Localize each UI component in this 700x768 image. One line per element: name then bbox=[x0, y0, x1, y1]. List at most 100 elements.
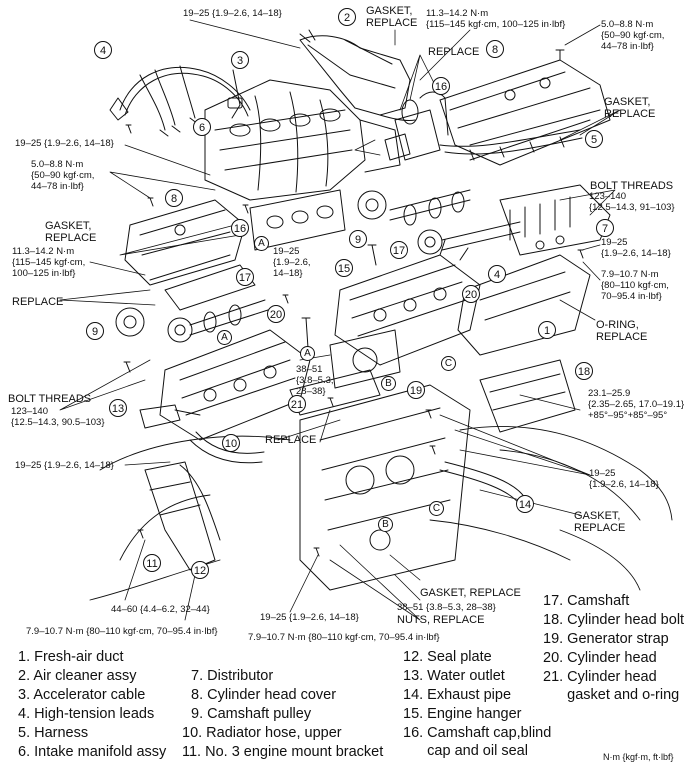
callout-gasket-replace-bottom: GASKET, REPLACE bbox=[420, 587, 521, 599]
part-number-3: 3 bbox=[231, 51, 249, 69]
legend-item-15: 15. Engine hanger bbox=[403, 706, 522, 722]
legend-item-4: 4. High-tension leads bbox=[18, 706, 155, 722]
legend-item-9: 9. Camshaft pulley bbox=[191, 706, 312, 722]
torque-spec-10: 7.9–10.7 N·m {80–110 kgf·cm, 70–95.4 in·… bbox=[601, 269, 669, 302]
reference-letter-b-1: B bbox=[381, 376, 396, 391]
torque-spec-3: 5.0–8.8 N·m {50–90 kgf·cm, 44–78 in·lbf} bbox=[601, 19, 665, 52]
camshaft-left-drawing bbox=[115, 264, 269, 343]
legend-item-8: 8. Cylinder head cover bbox=[191, 687, 337, 703]
torque-spec-4: 19–25 {1.9–2.6, 14–18} bbox=[15, 138, 114, 149]
legend-item-19: 19. Generator strap bbox=[543, 631, 669, 647]
part-number-5: 5 bbox=[585, 130, 603, 148]
callout-gasket-replace-air-cleaner: GASKET, REPLACE bbox=[366, 5, 418, 29]
camshaft-caps-top-drawing bbox=[384, 91, 449, 161]
callout-gasket-replace-exhaust: GASKET, REPLACE bbox=[574, 510, 626, 534]
reference-letter-c-1: C bbox=[441, 356, 456, 371]
torque-spec-7: 19–25 {1.9–2.6, 14–18} bbox=[273, 246, 311, 279]
engine-block-drawing bbox=[299, 359, 576, 591]
part-number-7: 7 bbox=[596, 219, 614, 237]
part-number-16-top: 16 bbox=[432, 77, 450, 95]
part-number-4-lower: 4 bbox=[488, 265, 506, 283]
part-number-9-left: 9 bbox=[86, 322, 104, 340]
torque-spec-1: 19–25 {1.9–2.6, 14–18} bbox=[183, 8, 282, 19]
part-number-19: 19 bbox=[407, 381, 425, 399]
leader-lines bbox=[59, 19, 621, 621]
callout-o-ring-replace: O-RING, REPLACE bbox=[596, 319, 648, 343]
part-number-17-right: 17 bbox=[390, 241, 408, 259]
bolts-drawing bbox=[123, 49, 584, 557]
part-number-21: 21 bbox=[288, 395, 306, 413]
accelerator-cable-drawing bbox=[227, 69, 243, 119]
units-note: N·m {kgf·m, ft·lbf} bbox=[603, 752, 674, 762]
water-outlet-drawing bbox=[139, 404, 201, 429]
torque-spec-19: 7.9–10.7 N·m {80–110 kgf·cm, 70–95.4 in·… bbox=[248, 632, 440, 643]
reference-letter-b-2: B bbox=[378, 517, 393, 532]
part-number-20-left: 20 bbox=[267, 305, 285, 323]
legend-item-17: 17. Camshaft bbox=[543, 593, 630, 609]
callout-gasket-replace-right-cover: GASKET, REPLACE bbox=[604, 96, 656, 120]
callout-gasket-replace-left-cover: GASKET, REPLACE bbox=[45, 220, 97, 244]
cylinder-head-left-drawing bbox=[159, 329, 311, 441]
part-number-8-left: 8 bbox=[165, 189, 183, 207]
part-number-8-right: 8 bbox=[486, 40, 504, 58]
callout-bolt-threads-right: BOLT THREADS bbox=[590, 180, 674, 192]
part-number-17-left: 17 bbox=[236, 268, 254, 286]
legend-item-10: 10. Radiator hose, upper bbox=[182, 725, 342, 741]
harness-drawing bbox=[439, 129, 583, 161]
reference-letter-a-2: A bbox=[217, 330, 232, 345]
torque-spec-8: 123–140 {12.5–14.3, 91–103} bbox=[589, 191, 675, 213]
torque-spec-16: 44–60 {4.4–6.2, 32–44} bbox=[111, 604, 210, 615]
torque-spec-2: 11.3–14.2 N·m {115–145 kgf·cm, 100–125 i… bbox=[426, 8, 566, 30]
part-number-13: 13 bbox=[109, 399, 127, 417]
part-number-12: 12 bbox=[191, 561, 209, 579]
legend-item-2: 2. Air cleaner assy bbox=[18, 668, 137, 684]
legend-item-12: 12. Seal plate bbox=[403, 649, 492, 665]
air-cleaner-drawing bbox=[299, 29, 419, 125]
manifold-gasket-drawing bbox=[249, 189, 346, 251]
torque-spec-13: 23.1–25.9 {2.35–2.65, 17.0–19.1} +85°–95… bbox=[588, 388, 685, 421]
callout-replace-left: REPLACE bbox=[12, 296, 64, 308]
torque-spec-6: 11.3–14.2 N·m {115–145 kgf·cm, 100–125 i… bbox=[12, 246, 86, 279]
part-number-6: 6 bbox=[193, 118, 211, 136]
part-number-2: 2 bbox=[338, 8, 356, 26]
callout-replace-middle: REPLACE bbox=[265, 434, 317, 446]
part-number-15: 15 bbox=[335, 259, 353, 277]
torque-spec-12: 123–140 {12.5–14.3, 90.5–103} bbox=[11, 406, 105, 428]
reference-letter-a-1: A bbox=[254, 236, 269, 251]
torque-spec-18: 7.9–10.7 N·m {80–110 kgf·cm, 70–95.4 in·… bbox=[26, 626, 218, 637]
camshaft-right-drawing bbox=[357, 189, 521, 255]
torque-spec-9: 19–25 {1.9–2.6, 14–18} bbox=[601, 237, 671, 259]
torque-spec-14: 19–25 {1.9–2.6, 14–18} bbox=[15, 460, 114, 471]
part-number-4: 4 bbox=[94, 41, 112, 59]
part-number-11: 11 bbox=[143, 554, 161, 572]
callout-replace-top: REPLACE bbox=[428, 46, 480, 58]
legend-item-21: 21. Cylinder head gasket and o-ring bbox=[543, 669, 680, 703]
part-number-10: 10 bbox=[222, 434, 240, 452]
legend-item-20: 20. Cylinder head bbox=[543, 650, 657, 666]
fresh-air-duct-drawing bbox=[457, 254, 591, 356]
part-number-14: 14 bbox=[516, 495, 534, 513]
legend-item-18: 18. Cylinder head bolt bbox=[543, 612, 685, 628]
torque-spec-11: 38–51 {3.8–5.3, 28–38} bbox=[296, 364, 334, 397]
legend-item-5: 5. Harness bbox=[18, 725, 89, 741]
callout-nuts-replace: NUTS, REPLACE bbox=[397, 614, 485, 626]
intake-manifold-drawing bbox=[204, 79, 401, 201]
exhaust-pipe-drawing bbox=[439, 461, 526, 506]
torque-spec-20: 38–51 {3.8–5.3, 28–38} bbox=[397, 602, 496, 613]
legend-item-14: 14. Exhaust pipe bbox=[403, 687, 512, 703]
legend-item-3: 3. Accelerator cable bbox=[18, 687, 146, 703]
part-number-9-right: 9 bbox=[349, 230, 367, 248]
legend-item-6: 6. Intake manifold assy bbox=[18, 744, 167, 760]
torque-spec-5: 5.0–8.8 N·m {50–90 kgf·cm, 44–78 in·lbf} bbox=[31, 159, 95, 192]
callout-bolt-threads-left: BOLT THREADS bbox=[8, 393, 92, 405]
engine-mount-bracket-drawing bbox=[144, 461, 221, 571]
cylinder-head-cover-left-drawing bbox=[124, 199, 246, 286]
legend-item-16: 16. Camshaft cap,blind cap and oil seal bbox=[403, 725, 552, 759]
part-number-1: 1 bbox=[538, 321, 556, 339]
torque-spec-15: 19–25 {1.9–2.6, 14–18} bbox=[589, 468, 659, 490]
cylinder-head-right-drawing bbox=[334, 239, 481, 366]
legend-item-1: 1. Fresh-air duct bbox=[18, 649, 124, 665]
legend-item-7: 7. Distributor bbox=[191, 668, 274, 684]
reference-letter-a-3: A bbox=[300, 346, 315, 361]
